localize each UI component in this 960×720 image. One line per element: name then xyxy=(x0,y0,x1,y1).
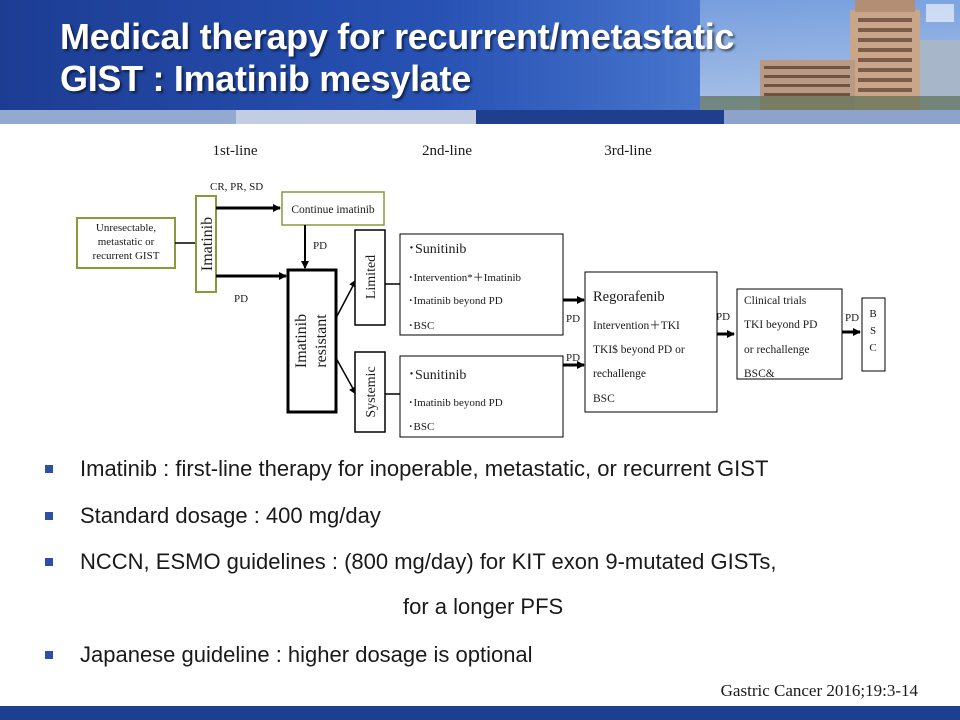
clinical-trials-box xyxy=(736,288,843,380)
hospital-building-image xyxy=(700,0,960,110)
treatment-flowchart: 1st-line 2nd-line 3rd-line Unresectable,… xyxy=(76,143,886,438)
imatinib-box xyxy=(195,195,217,293)
continue-imatinib-label: Continue imatinib xyxy=(291,204,375,216)
pd-label: PD xyxy=(566,313,580,325)
regorafenib-box xyxy=(584,271,718,413)
square-bullet-icon xyxy=(45,465,53,473)
bullet-continuation: for a longer PFS xyxy=(403,592,563,622)
limited-label: Limited xyxy=(364,255,379,299)
header-stripe-segment xyxy=(236,110,476,124)
systemic-option: ･Sunitinib xyxy=(408,368,466,383)
arrow-to-systemic xyxy=(335,357,357,395)
systemic-label: Systemic xyxy=(364,366,379,417)
pd-label: PD xyxy=(845,312,859,324)
regorafenib-line: Regorafenib xyxy=(593,289,665,305)
resistant-label: Imatinib xyxy=(293,314,310,368)
title-line-1: Medical therapy for recurrent/metastatic xyxy=(60,16,735,57)
bsc-letter: B xyxy=(869,308,876,320)
start-box-line: Unresectable, xyxy=(96,222,156,234)
citation: Gastric Cancer 2016;19:3-14 xyxy=(720,681,918,700)
pd-label: PD xyxy=(716,311,730,323)
start-box-line: metastatic or xyxy=(98,236,155,248)
limited-options-box xyxy=(399,233,564,336)
bsc-letter: C xyxy=(869,342,876,354)
clinical-line: or rechallenge xyxy=(744,344,809,356)
header-stripe-segment xyxy=(476,110,724,124)
arrow-to-limited xyxy=(335,279,357,319)
limited-option: ･BSC xyxy=(408,320,434,332)
bullet-text: Imatinib : first-line therapy for inoper… xyxy=(80,456,769,481)
clinical-line: BSC& xyxy=(744,368,775,380)
pd-label: PD xyxy=(566,352,580,364)
response-label: CR, PR, SD xyxy=(210,181,263,193)
systemic-option: ･Imatinib beyond PD xyxy=(408,397,503,409)
limited-option: ･Intervention*＋Imatinib xyxy=(408,272,522,284)
resistant-box xyxy=(286,268,338,414)
bullet-text: for a longer PFS xyxy=(403,594,564,619)
bullet-item: Japanese guideline : higher dosage is op… xyxy=(45,640,533,670)
continue-imatinib-box xyxy=(281,191,385,226)
limited-option: ･Sunitinib xyxy=(408,242,466,257)
bullet-text: Standard dosage : 400 mg/day xyxy=(80,503,381,528)
bsc-letter: S xyxy=(870,325,876,337)
limited-box xyxy=(354,229,386,326)
pd-label: PD xyxy=(234,293,248,305)
bsc-box xyxy=(861,297,886,372)
square-bullet-icon xyxy=(45,512,53,520)
regorafenib-line: BSC xyxy=(593,393,615,405)
regorafenib-line: TKI$ beyond PD or xyxy=(593,343,685,356)
clinical-line: TKI beyond PD xyxy=(744,319,817,331)
bullet-item: Imatinib : first-line therapy for inoper… xyxy=(45,454,768,484)
slide-header: Medical therapy for recurrent/metastatic… xyxy=(0,0,960,110)
systemic-options-box xyxy=(399,355,564,438)
bullet-item: NCCN, ESMO guidelines : (800 mg/day) for… xyxy=(45,547,777,577)
square-bullet-icon xyxy=(45,558,53,566)
header-stripe-segment xyxy=(0,110,236,124)
column-header-3rd-line: 3rd-line xyxy=(604,143,652,159)
bullet-text: Japanese guideline : higher dosage is op… xyxy=(80,642,533,667)
column-header-2nd-line: 2nd-line xyxy=(422,143,472,159)
resistant-label: resistant xyxy=(313,314,330,368)
bullet-text: NCCN, ESMO guidelines : (800 mg/day) for… xyxy=(80,549,777,574)
pd-label: PD xyxy=(313,240,327,252)
systemic-box xyxy=(354,351,386,433)
square-bullet-icon xyxy=(45,651,53,659)
title-line-2: GIST : Imatinib mesylate xyxy=(60,58,471,99)
limited-option: ･Imatinib beyond PD xyxy=(408,295,503,307)
systemic-option: ･BSC xyxy=(408,421,434,433)
footer-bar xyxy=(0,706,960,720)
regorafenib-line: Intervention＋TKI xyxy=(593,320,680,332)
header-stripe-segment xyxy=(724,110,960,124)
start-box-line: recurrent GIST xyxy=(93,250,160,262)
slide-title: Medical therapy for recurrent/metastatic… xyxy=(60,16,820,100)
regorafenib-line: rechallenge xyxy=(593,368,646,380)
bullet-item: Standard dosage : 400 mg/day xyxy=(45,501,381,531)
imatinib-label: Imatinib xyxy=(199,217,216,271)
clinical-line: Clinical trials xyxy=(744,295,807,307)
column-header-1st-line: 1st-line xyxy=(213,143,258,159)
